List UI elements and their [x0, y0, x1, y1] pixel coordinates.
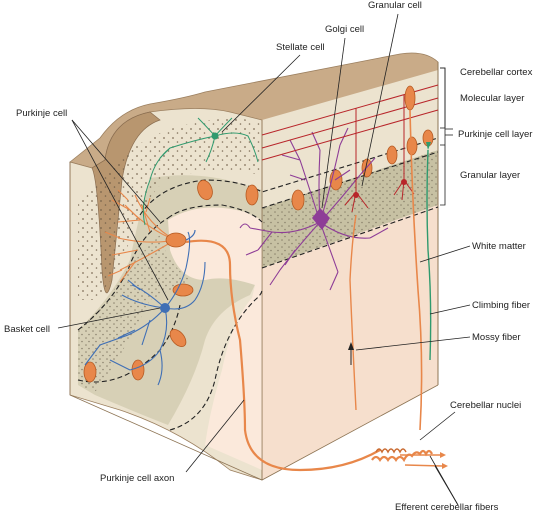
- label-golgi-cell: Golgi cell: [325, 24, 364, 35]
- label-purkinje-cell-layer: Purkinje cell layer: [458, 129, 532, 140]
- label-granular-layer: Granular layer: [460, 170, 520, 181]
- climbing-fiber: [426, 149, 432, 361]
- leader-lines: [57, 13, 471, 506]
- mossy-fiber: [349, 214, 357, 411]
- purkinje-cell-somata: [83, 129, 434, 383]
- basket-cell: [84, 231, 206, 386]
- label-mossy-fiber: Mossy fiber: [472, 332, 521, 343]
- folium-white-matter: [168, 207, 262, 470]
- label-molecular-layer: Molecular layer: [460, 93, 524, 104]
- cerebellar-nuclei: [371, 449, 433, 463]
- label-white-matter: White matter: [472, 241, 526, 252]
- label-stellate-cell: Stellate cell: [276, 42, 325, 53]
- white-matter-boundary: [261, 206, 439, 269]
- label-purkinje-cell-axon: Purkinje cell axon: [100, 473, 174, 484]
- label-cerebellar-nuclei: Cerebellar nuclei: [450, 400, 521, 411]
- label-basket-cell: Basket cell: [4, 324, 50, 335]
- label-granular-cell: Granular cell: [368, 0, 422, 11]
- white-matter-lower: [262, 205, 438, 480]
- label-cerebellar-cortex: Cerebellar cortex: [460, 67, 533, 78]
- purkinje-axon: [185, 239, 381, 472]
- molecular-layer-face: [262, 70, 438, 208]
- purkinje-cell-body: [165, 232, 187, 248]
- label-efferent-cerebellar-fibers: Efferent cerebellar fibers: [395, 502, 499, 512]
- label-purkinje-cell: Purkinje cell: [16, 108, 67, 119]
- label-climbing-fiber: Climbing fiber: [472, 300, 530, 311]
